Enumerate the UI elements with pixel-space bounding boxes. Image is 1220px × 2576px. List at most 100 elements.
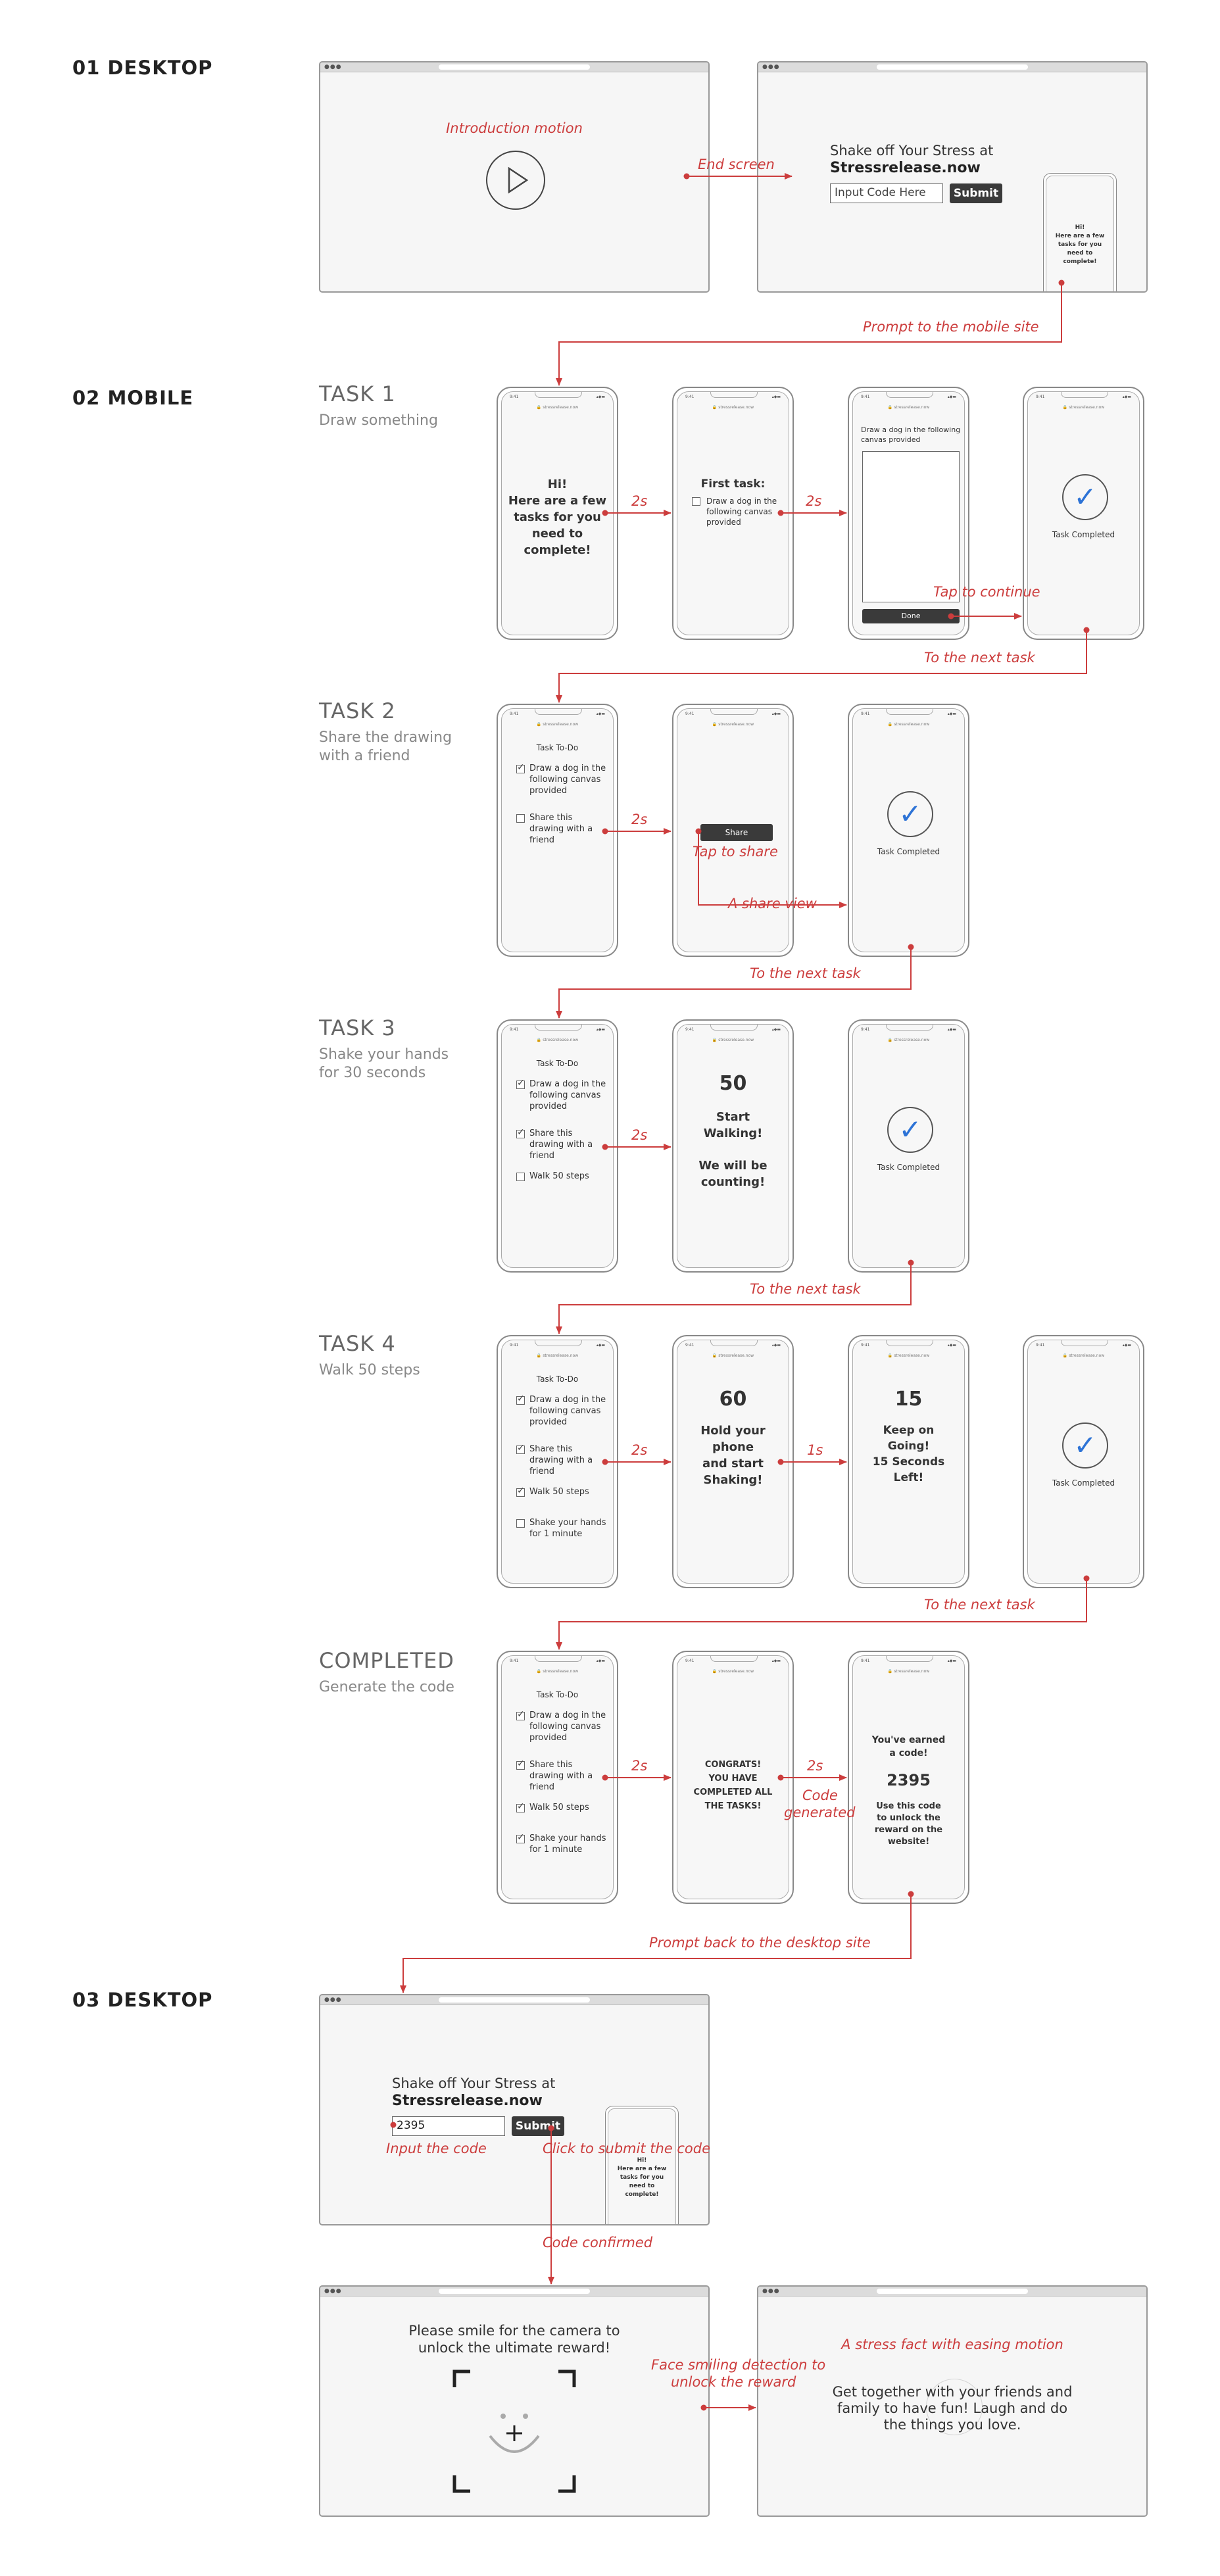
task2-subtitle-2: with a friend	[319, 748, 410, 764]
checkbox[interactable]	[516, 1519, 525, 1528]
checkbox-checked[interactable]	[516, 1394, 525, 1405]
section-01-desktop: 01 DESKTOP	[72, 57, 213, 79]
label-face-1: Face smiling detection to	[651, 2357, 826, 2373]
mini-line3: need to	[1067, 250, 1093, 256]
phone-t1-completed: 9:41▴◆▬🔒 stressrelease.now ✓ Task Comple…	[1023, 387, 1144, 640]
label-code-gen-2: generated	[784, 1805, 856, 1820]
browser-bar: ●●●	[320, 62, 708, 72]
phone-c-congrats: 9:41▴◆▬🔒 stressrelease.now CONGRATS!YOU …	[672, 1651, 794, 1904]
checkbox[interactable]	[692, 497, 700, 506]
label-click-submit: Click to submit the code	[543, 2141, 711, 2156]
label-prompt-back: Prompt back to the desktop site	[649, 1935, 871, 1951]
desktop-end-window: ●●● Shake off Your Stress at Stressrelea…	[757, 61, 1148, 293]
shake-count: 60	[719, 1388, 747, 1411]
done-button[interactable]: Done	[862, 609, 960, 623]
check-icon: ✓	[887, 791, 933, 837]
mini-line4: complete!	[1063, 258, 1097, 265]
phone-c-todo: 9:41▴◆▬🔒 stressrelease.now Task To-Do Dr…	[497, 1651, 618, 1904]
checkbox-checked[interactable]	[516, 1078, 525, 1089]
first-task-heading: First task:	[700, 477, 766, 491]
task2-subtitle-1: Share the drawing	[319, 729, 452, 746]
hi-text: Hi!	[547, 477, 568, 491]
fact-title: A stress fact with easing motion	[841, 2337, 1063, 2352]
label-2s: 2s	[631, 812, 648, 827]
label-next-task: To the next task	[750, 1281, 861, 1297]
easing-circle-icon	[926, 2379, 983, 2435]
label-next-task: To the next task	[924, 1597, 1035, 1613]
phone-t3-todo: 9:41▴◆▬🔒 stressrelease.now Task To-Do Dr…	[497, 1019, 618, 1273]
completed-subtitle: Generate the code	[319, 1679, 454, 1695]
check-icon: ✓	[1062, 1422, 1108, 1469]
browser-bar: ●●●	[758, 2287, 1146, 2297]
desktop-code-window: ●●● Shake off Your Stress at Stressrelea…	[319, 1994, 710, 2225]
checkbox-checked[interactable]	[516, 1759, 525, 1770]
task3-subtitle-1: Shake your hands	[319, 1046, 449, 1063]
checkbox-checked[interactable]	[516, 1486, 525, 1497]
check-icon: ✓	[1062, 474, 1108, 520]
phone-t2-completed: 9:41▴◆▬🔒 stressrelease.now ✓ Task Comple…	[848, 704, 969, 957]
play-icon[interactable]	[486, 151, 545, 210]
checkbox-checked[interactable]	[516, 1127, 525, 1138]
label-tap-share: Tap to share	[693, 844, 778, 860]
label-face-2: unlock the reward	[671, 2374, 796, 2390]
checkbox-checked[interactable]	[516, 762, 525, 773]
mini-line1: Here are a few	[1055, 233, 1105, 239]
phone-t4-completed: 9:41▴◆▬🔒 stressrelease.now ✓ Task Comple…	[1023, 1335, 1144, 1588]
phone-t4-todo: 9:41▴◆▬🔒 stressrelease.now Task To-Do Dr…	[497, 1335, 618, 1588]
desktop-smile-window: ●●● Please smile for the camera to unloc…	[319, 2285, 710, 2517]
task1-subtitle: Draw something	[319, 412, 438, 429]
check-icon: ✓	[887, 1107, 933, 1153]
submit-button[interactable]: Submit	[512, 2116, 564, 2136]
label-next-task: To the next task	[924, 650, 1035, 666]
label-next-task: To the next task	[750, 965, 861, 981]
label-2s: 2s	[631, 1127, 648, 1143]
browser-bar: ●●●	[320, 2287, 708, 2297]
desktop-intro-window: ●●● Introduction motion	[319, 61, 710, 293]
phone-t1-first: 9:41▴◆▬🔒 stressrelease.now First task: D…	[672, 387, 794, 640]
label-2s: 2s	[631, 493, 648, 509]
checkbox-checked[interactable]	[516, 1709, 525, 1720]
desktop-fact-window: ●●● A stress fact with easing motion Get…	[757, 2285, 1148, 2517]
browser-bar: ●●●	[758, 62, 1146, 72]
label-code-gen-1: Code	[802, 1787, 838, 1803]
mini-line2: tasks for you	[1058, 241, 1102, 248]
label-2s: 2s	[631, 1758, 648, 1774]
camera-frame-icon	[452, 2369, 576, 2493]
label-2s: 2s	[631, 1442, 648, 1458]
drawing-canvas[interactable]	[862, 451, 960, 602]
share-button[interactable]: Share	[700, 824, 773, 841]
code-input[interactable]: Input Code Here	[830, 183, 943, 203]
site-name: Stressrelease.now	[830, 160, 981, 176]
checkbox-checked[interactable]	[516, 1801, 525, 1812]
label-tap-continue: Tap to continue	[933, 584, 1040, 600]
task3-subtitle-2: for 30 seconds	[319, 1065, 426, 1081]
phone-t1-canvas: 9:41▴◆▬🔒 stressrelease.now Draw a dog in…	[848, 387, 969, 640]
phone-t2-todo: 9:41▴◆▬🔒 stressrelease.now Task To-Do Dr…	[497, 704, 618, 957]
task4-subtitle: Walk 50 steps	[319, 1362, 420, 1378]
code-input-filled[interactable]: 2395	[392, 2116, 505, 2136]
browser-bar: ●●●	[320, 1995, 708, 2005]
submit-button[interactable]: Submit	[950, 183, 1002, 203]
checkbox-checked[interactable]	[516, 1443, 525, 1454]
mini-phone: Hi! Here are a few tasks for you need to…	[1043, 173, 1117, 291]
checkbox-checked[interactable]	[516, 1832, 525, 1843]
reward-code: 2395	[887, 1771, 931, 1789]
checkbox[interactable]	[516, 1173, 525, 1181]
task-completed-text: Task Completed	[1052, 530, 1115, 539]
label-prompt-mobile: Prompt to the mobile site	[863, 319, 1039, 335]
checkbox[interactable]	[516, 814, 525, 823]
label-code-confirmed: Code confirmed	[543, 2235, 653, 2250]
label-end-screen: End screen	[698, 157, 775, 172]
task2-title: TASK 2	[319, 698, 396, 723]
seconds-left: 15	[894, 1388, 923, 1411]
label-2s: 2s	[806, 493, 822, 509]
section-02-mobile: 02 MOBILE	[72, 387, 194, 409]
phone-t2-share: 9:41▴◆▬🔒 stressrelease.now Share	[672, 704, 794, 957]
section-03-desktop: 03 DESKTOP	[72, 1989, 213, 2011]
task1-title: TASK 1	[319, 381, 396, 406]
